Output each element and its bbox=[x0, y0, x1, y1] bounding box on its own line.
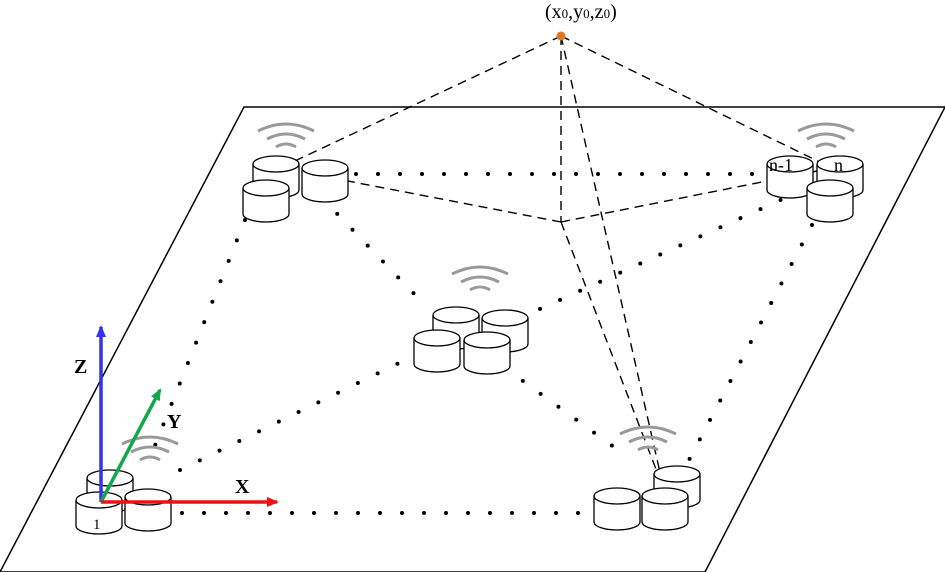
x-axis-label: X bbox=[235, 476, 250, 498]
y-axis-arrow bbox=[99, 388, 162, 503]
dotted-link-right bbox=[686, 223, 814, 464]
source-point: (x0,y0,z0) bbox=[545, 1, 617, 41]
dotted-link-left bbox=[148, 218, 247, 460]
source-point-label: (x0,y0,z0) bbox=[545, 1, 617, 23]
proj-to-node-br bbox=[560, 221, 665, 491]
ray-to-node-br bbox=[560, 35, 665, 491]
node-cluster-top-right: n-1 n bbox=[766, 122, 864, 223]
dotted-link-center-tr bbox=[518, 196, 787, 320]
proj-to-node-1 bbox=[279, 167, 562, 223]
dotted-links bbox=[148, 172, 814, 515]
node-label-1: 1 bbox=[93, 517, 101, 533]
source-point-dot bbox=[556, 31, 566, 41]
y-axis-label: Y bbox=[167, 411, 182, 433]
ray-to-node-1 bbox=[279, 35, 562, 169]
ray-to-node-n bbox=[560, 35, 833, 169]
node-cluster-origin: 1 bbox=[75, 435, 180, 535]
node-label-n-minus-1: n-1 bbox=[769, 155, 793, 175]
coordinate-axes: Z Y X bbox=[74, 325, 279, 507]
dotted-link-center-tl bbox=[320, 196, 422, 302]
node-label-n: n bbox=[834, 155, 843, 175]
z-axis-label: Z bbox=[74, 356, 87, 378]
